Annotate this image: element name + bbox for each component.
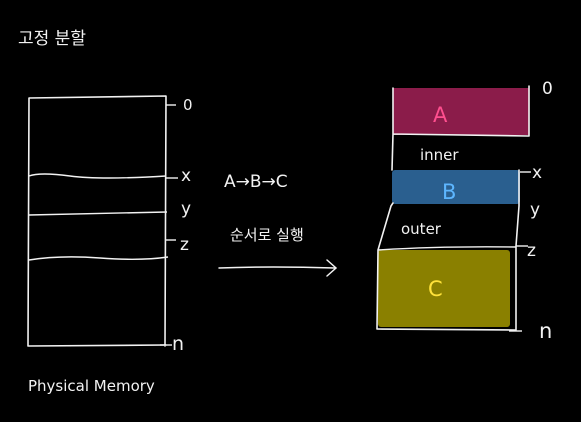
sequence-text: A→B→C bbox=[224, 172, 288, 192]
left-marker-x: x bbox=[181, 166, 191, 186]
block-c bbox=[378, 250, 510, 327]
right-marker-z: z bbox=[527, 241, 536, 261]
arrow-right-icon bbox=[218, 259, 338, 277]
right-memory-column bbox=[376, 85, 530, 331]
right-ticks bbox=[509, 171, 531, 332]
left-ticks bbox=[160, 104, 178, 346]
left-marker-y: y bbox=[181, 199, 191, 219]
fragment-outer-label: outer bbox=[401, 220, 442, 238]
left-memory-column bbox=[27, 95, 169, 347]
left-caption: Physical Memory bbox=[28, 377, 155, 395]
right-partition-line-z bbox=[377, 246, 517, 251]
right-marker-0: 0 bbox=[542, 79, 553, 99]
description-text: 순서로 실행 bbox=[230, 226, 304, 244]
left-partition-line-y bbox=[28, 211, 168, 216]
block-a-label: A bbox=[433, 103, 448, 127]
fragment-inner-label: inner bbox=[420, 146, 459, 164]
block-b-label: B bbox=[442, 180, 456, 204]
left-marker-z: z bbox=[180, 235, 189, 255]
right-marker-y: y bbox=[530, 200, 540, 220]
left-partition-line-z bbox=[28, 256, 169, 261]
block-b bbox=[392, 170, 520, 204]
block-c-label: C bbox=[428, 277, 443, 301]
left-memory-outline bbox=[27, 95, 167, 347]
right-marker-x: x bbox=[532, 163, 542, 183]
left-partition-line-x bbox=[28, 173, 167, 179]
right-memory-outline bbox=[376, 85, 530, 331]
block-a bbox=[393, 88, 529, 135]
left-marker-n: n bbox=[172, 333, 184, 355]
right-marker-n: n bbox=[539, 319, 552, 343]
left-marker-0: 0 bbox=[183, 96, 193, 114]
title-text: 고정 분할 bbox=[18, 29, 86, 49]
